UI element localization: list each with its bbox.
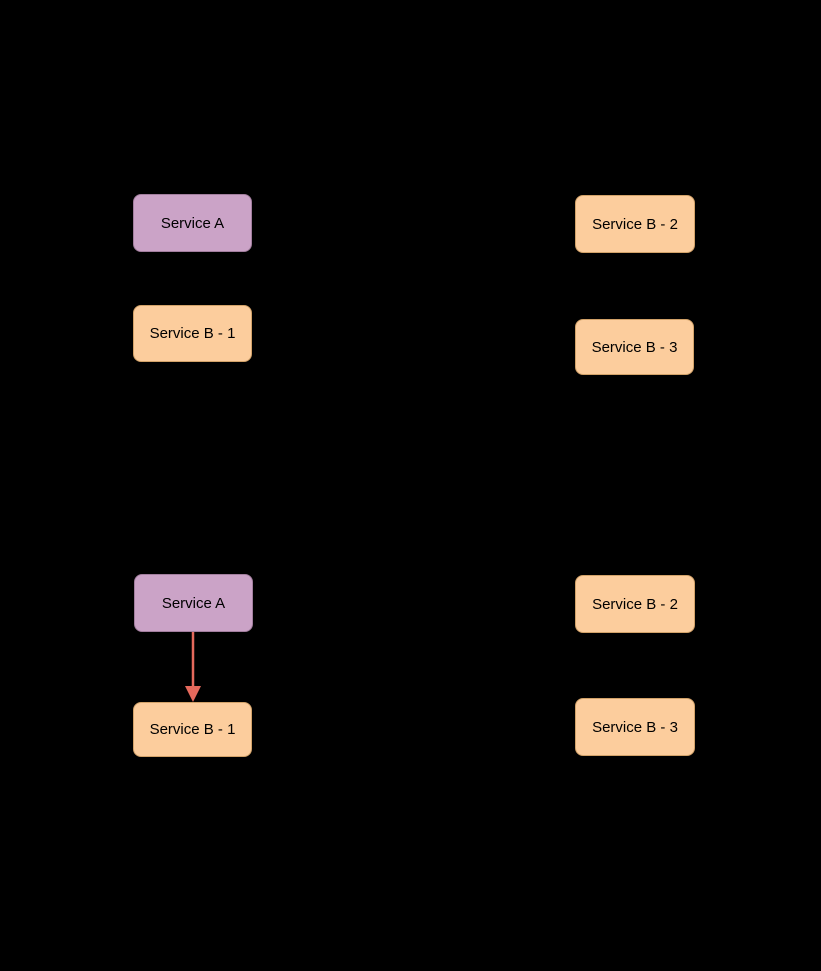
node-service-b-1-bottom: Service B - 1: [133, 702, 252, 757]
node-label: Service B - 2: [592, 215, 678, 233]
node-label: Service A: [161, 594, 226, 612]
node-service-a-top: Service A: [133, 194, 252, 252]
node-label: Service B - 1: [149, 721, 236, 738]
node-service-b-1-top: Service B - 1: [133, 305, 252, 362]
node-label: Service A: [160, 214, 225, 232]
node-service-b-3-top: Service B - 3: [575, 319, 694, 375]
node-label: Service B - 3: [591, 338, 678, 356]
edge-service-a-to-service-b-1: [185, 632, 201, 702]
arrowhead-icon: [185, 686, 201, 702]
node-label: Service B - 3: [592, 718, 678, 736]
node-service-a-bottom: Service A: [134, 574, 253, 632]
node-service-b-2-top: Service B - 2: [575, 195, 695, 253]
node-service-b-2-bottom: Service B - 2: [575, 575, 695, 633]
node-service-b-3-bottom: Service B - 3: [575, 698, 695, 756]
node-label: Service B - 1: [149, 325, 236, 342]
node-label: Service B - 2: [592, 595, 678, 613]
